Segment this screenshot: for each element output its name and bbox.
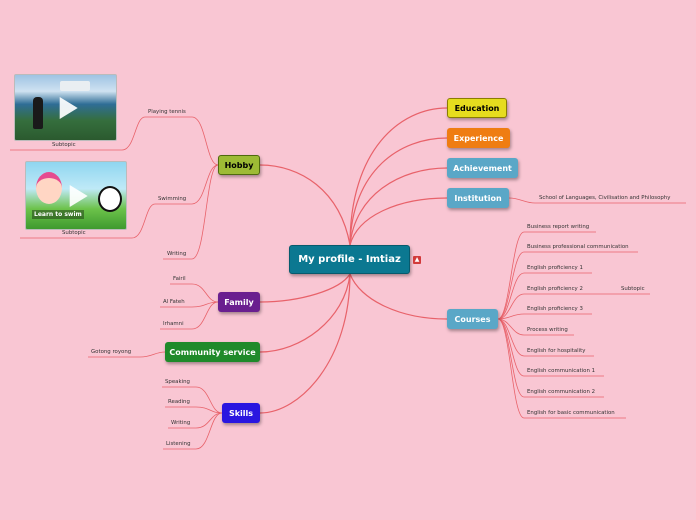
- course-item[interactable]: Business report writing: [527, 224, 590, 230]
- central-topic[interactable]: My profile - Imtiaz: [289, 245, 410, 274]
- topic-family[interactable]: Family: [218, 292, 260, 312]
- hobby-subtopic[interactable]: Subtopic: [62, 230, 86, 236]
- pdf-attachment-icon[interactable]: ▲: [413, 256, 421, 264]
- course-item[interactable]: English proficiency 2: [527, 286, 583, 292]
- institution-child[interactable]: School of Languages, Civilisation and Ph…: [539, 195, 671, 201]
- course-subtopic[interactable]: Subtopic: [621, 286, 645, 292]
- video-caption: Learn to swim: [32, 210, 84, 219]
- hobby-subtopic[interactable]: Subtopic: [52, 142, 76, 148]
- tennis-video-thumbnail[interactable]: [14, 74, 117, 141]
- course-item[interactable]: Process writing: [527, 327, 568, 333]
- family-item[interactable]: Fairil: [173, 276, 186, 282]
- hobby-item[interactable]: Swimming: [158, 196, 187, 202]
- skill-item[interactable]: Writing: [171, 420, 191, 426]
- play-icon[interactable]: [59, 96, 78, 119]
- swimming-video-thumbnail[interactable]: Learn to swim: [25, 161, 127, 230]
- tennis-stands: [60, 81, 90, 91]
- skill-item[interactable]: Reading: [168, 399, 190, 405]
- play-icon[interactable]: [69, 184, 88, 207]
- topic-achievement[interactable]: Achievement: [447, 158, 518, 178]
- hobby-item[interactable]: Writing: [167, 251, 187, 257]
- topic-courses[interactable]: Courses: [447, 309, 498, 329]
- panda-figure: [98, 186, 122, 212]
- topic-institution[interactable]: Institution: [447, 188, 509, 208]
- skill-item[interactable]: Speaking: [165, 379, 190, 385]
- course-item[interactable]: English for hospitality: [527, 348, 586, 354]
- course-item[interactable]: English proficiency 3: [527, 306, 583, 312]
- course-item[interactable]: English proficiency 1: [527, 265, 583, 271]
- hobby-item[interactable]: Playing tennis: [148, 109, 186, 115]
- community-item[interactable]: Gotong royong: [91, 349, 132, 355]
- family-item[interactable]: Irhamni: [163, 321, 184, 327]
- topic-hobby[interactable]: Hobby: [218, 155, 260, 175]
- topic-skills[interactable]: Skills: [222, 403, 260, 423]
- skill-item[interactable]: Listening: [166, 441, 191, 447]
- course-item[interactable]: English communication 1: [527, 368, 596, 374]
- topic-experience[interactable]: Experience: [447, 128, 510, 148]
- family-item[interactable]: Al Fateh: [163, 299, 185, 305]
- course-item[interactable]: English for basic communication: [527, 410, 615, 416]
- course-item[interactable]: Business professional communication: [527, 244, 629, 250]
- tennis-player-figure: [33, 97, 43, 129]
- topic-education[interactable]: Education: [447, 98, 507, 118]
- topic-community-service[interactable]: Community service: [165, 342, 260, 362]
- course-item[interactable]: English communication 2: [527, 389, 596, 395]
- cartoon-character-figure: [36, 172, 62, 204]
